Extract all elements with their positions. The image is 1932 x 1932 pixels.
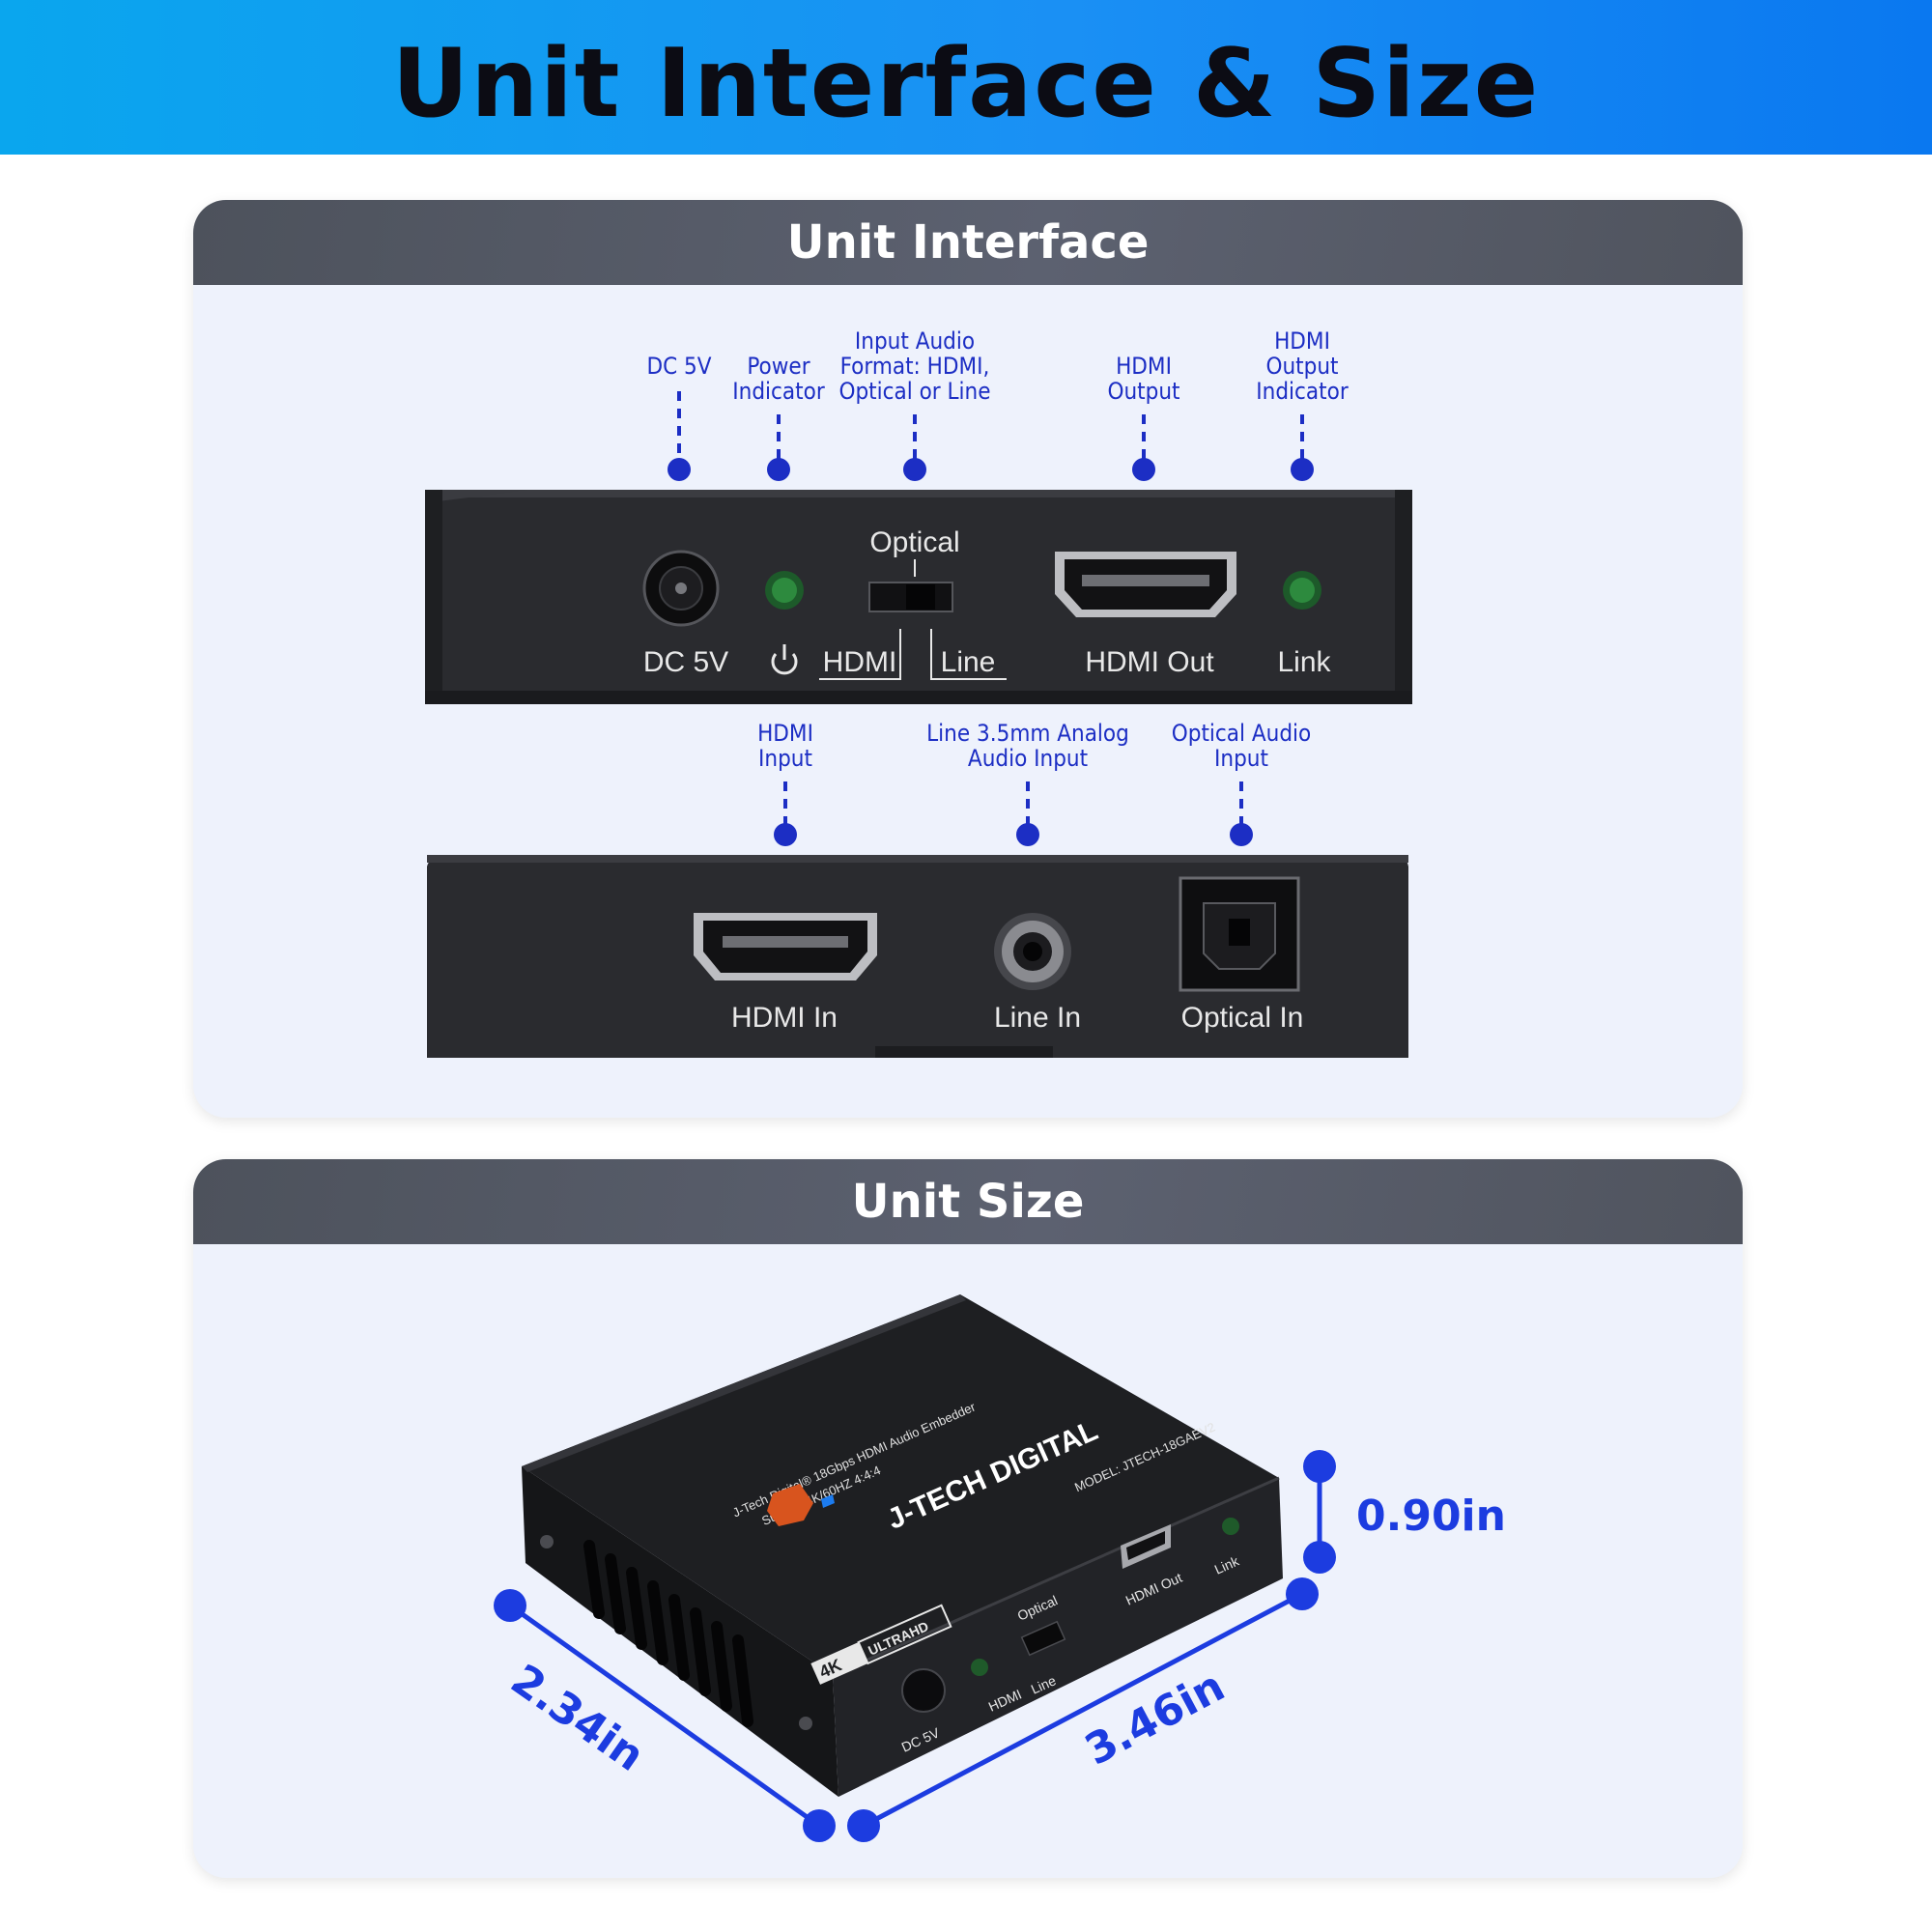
callout-link-line2: Output (1266, 353, 1339, 380)
device-front-ports (901, 1518, 1239, 1713)
label-hdmi: HDMI (823, 646, 897, 678)
callout-power-line2: Indicator (732, 378, 825, 405)
callout-line-input-line1: Line 3.5mm Analog (926, 720, 1129, 747)
label-optical: Optical (869, 526, 959, 558)
unit-interface-title: Unit Interface (786, 215, 1150, 270)
label-line-in: Line In (994, 1002, 1081, 1034)
link-led-icon (1283, 571, 1321, 610)
dimension-height: 0.90in (1303, 1450, 1506, 1574)
front-panel: Optical DC 5V HDMI Line (425, 490, 1412, 704)
label-dc-5v: DC 5V (643, 646, 728, 678)
unit-size-header: Unit Size (193, 1159, 1743, 1244)
device-body: J-Tech Digital® 18Gbps HDMI Audio Embedd… (522, 1294, 1283, 1797)
callout-input-audio-format: Input Audio Format: HDMI, Optical or Lin… (838, 327, 991, 481)
dc-jack-icon (642, 550, 720, 627)
callout-power-line1: Power (747, 353, 810, 380)
line-in-jack-icon (994, 913, 1071, 990)
depth-value: 2.34in (502, 1655, 653, 1781)
optical-in-port-icon (1179, 876, 1300, 992)
unit-size-card: Unit Size J-T (193, 1159, 1743, 1878)
page-title: Unit Interface & Size (391, 29, 1541, 139)
header-banner: Unit Interface & Size (0, 0, 1932, 155)
unit-interface-card: Unit Interface DC 5V Power Indicator Inp… (193, 200, 1743, 1118)
label-link: Link (1277, 646, 1331, 678)
callout-optical-input-line2: Input (1214, 745, 1268, 772)
power-icon (771, 644, 798, 675)
callout-hdmi-input-line1: HDMI (757, 720, 813, 747)
callout-hdmi-input-line2: Input (758, 745, 812, 772)
callout-optical-input-line1: Optical Audio (1172, 720, 1312, 747)
callout-hdmi-output-indicator: HDMI Output Indicator (1256, 327, 1349, 481)
callout-format-line2: Format: HDMI, (840, 353, 990, 380)
unit-interface-header: Unit Interface (193, 200, 1743, 285)
callout-line-input-line2: Audio Input (968, 745, 1088, 772)
callout-hdmi-output: HDMI Output (1108, 353, 1180, 481)
unit-size-title: Unit Size (851, 1175, 1085, 1229)
callout-hdmi-output-line2: Output (1108, 378, 1180, 405)
label-line: Line (941, 646, 996, 678)
audio-format-switch[interactable] (868, 582, 953, 612)
callout-line-input: Line 3.5mm Analog Audio Input (926, 720, 1129, 846)
size-diagram: J-Tech Digital® 18Gbps HDMI Audio Embedd… (494, 1294, 1506, 1842)
hdmi-in-port-icon (694, 913, 877, 980)
rear-panel: HDMI In Line In Optical In (427, 855, 1408, 1058)
height-value: 0.90in (1356, 1492, 1506, 1541)
label-hdmi-in: HDMI In (731, 1002, 838, 1034)
label-hdmi-out: HDMI Out (1085, 646, 1214, 678)
callout-format-line1: Input Audio (855, 327, 975, 355)
callout-hdmi-input: HDMI Input (757, 720, 813, 846)
hdmi-out-port-icon (1055, 552, 1236, 617)
power-led-icon (765, 571, 804, 610)
callout-format-line3: Optical or Line (838, 378, 990, 405)
callout-link-line1: HDMI (1274, 327, 1330, 355)
brand-logo-icon (767, 1484, 835, 1526)
callout-link-line3: Indicator (1256, 378, 1349, 405)
callout-dc-5v: DC 5V (646, 353, 712, 481)
interface-diagram: DC 5V Power Indicator Input Audio Format… (425, 327, 1412, 1058)
label-optical-in: Optical In (1181, 1002, 1304, 1034)
callout-hdmi-output-line1: HDMI (1116, 353, 1172, 380)
callout-optical-input: Optical Audio Input (1172, 720, 1312, 846)
width-value: 3.46in (1077, 1662, 1233, 1776)
side-vents (540, 1535, 812, 1730)
callout-dc-5v-line1: DC 5V (646, 353, 711, 380)
callout-power-indicator: Power Indicator (732, 353, 825, 481)
